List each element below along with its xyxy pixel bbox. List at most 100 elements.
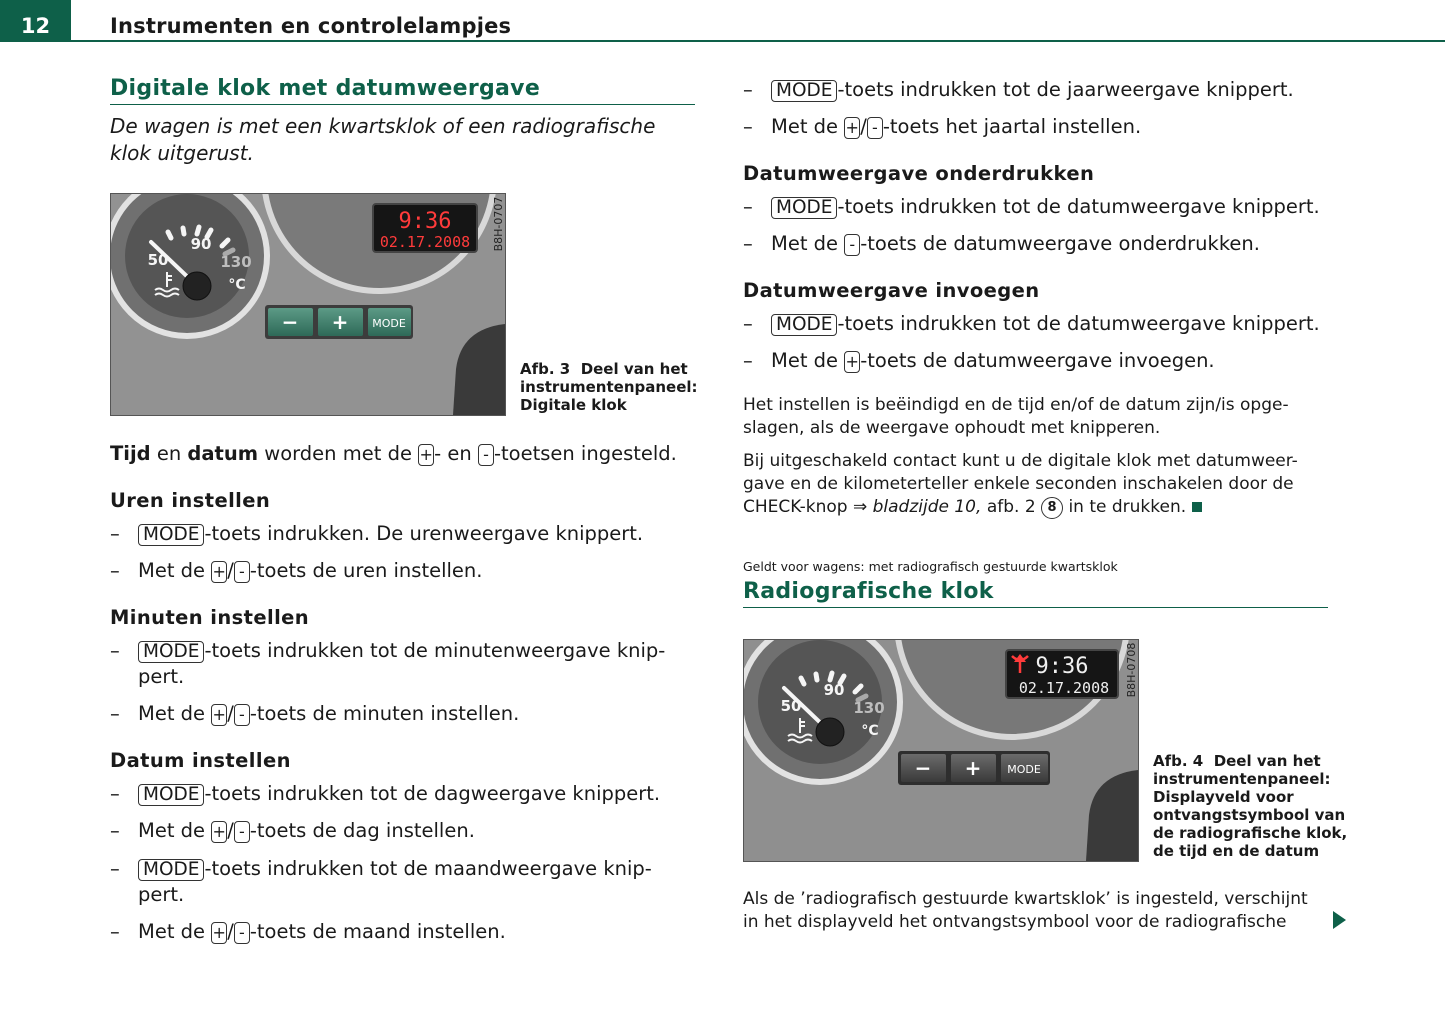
minus-button-label: −	[282, 310, 299, 334]
section-rule	[110, 104, 695, 105]
figure-code: B8H-0708	[1125, 643, 1138, 698]
plus-key: +	[418, 444, 435, 466]
paragraph-line: Als de ’radiografisch gestuurde kwartskl…	[743, 889, 1308, 909]
list-item: –Met de +/--toets de dag instellen.	[110, 819, 475, 843]
figure-code: B8H-0707	[492, 197, 505, 252]
gauge-label-130: 130	[220, 253, 251, 271]
list-item: –Met de +/--toets het jaartal instellen.	[743, 115, 1142, 139]
section-rule	[743, 607, 1328, 608]
keys-summary: Tijd en datum worden met de +- en --toet…	[110, 442, 677, 466]
paragraph-line: CHECK-knop ⇒ bladzijde 10, afb. 2 8 in t…	[743, 496, 1203, 519]
intro-line-1: De wagen is met een kwartsklok of een ra…	[110, 114, 656, 138]
mode-key: MODE	[138, 641, 205, 663]
paragraph-line: slagen, als de weergave ophoudt met knip…	[743, 418, 1161, 438]
paragraph-line: gave en de kilometerteller enkele second…	[743, 474, 1294, 494]
list-item: –Met de +-toets de datumweergave invoege…	[743, 349, 1215, 373]
plus-button-label: +	[332, 310, 349, 334]
list-item: –MODE-toets indrukken tot de datumweerga…	[743, 195, 1320, 219]
mode-key: MODE	[771, 197, 838, 219]
clock-display	[372, 203, 478, 253]
heading-uren: Uren instellen	[110, 489, 271, 512]
coolant-icon	[787, 718, 813, 744]
paragraph-line: in het displayveld het ontvangstsymbool …	[743, 912, 1287, 932]
caption-number: Afb. 3	[520, 360, 571, 378]
minus-key: -	[866, 117, 883, 139]
list-item: –MODE-toets indrukken tot de datumweerga…	[743, 312, 1320, 336]
intro-line-2: klok uitgerust.	[110, 141, 254, 165]
minus-button[interactable]	[901, 754, 946, 782]
caption-line: de radiografische klok,	[1153, 824, 1348, 842]
caption-line: Deel van het	[580, 360, 688, 378]
list-item: –Met de +/--toets de uren instellen.	[110, 559, 483, 583]
caption-line: de tijd en de datum	[1153, 842, 1320, 860]
chapter-title: Instrumenten en controlelampjes	[110, 14, 512, 38]
clock-display	[1005, 649, 1119, 699]
minus-key: -	[477, 444, 494, 466]
caption-line: Displayveld voor	[1153, 788, 1294, 806]
minus-button-label: −	[915, 756, 932, 780]
display-date: 02.17.2008	[380, 233, 470, 251]
heading-minuten: Minuten instellen	[110, 606, 310, 629]
coolant-icon	[154, 272, 180, 298]
header-rule	[71, 40, 1445, 42]
plus-button-label: +	[965, 756, 982, 780]
figure-4-caption: Afb. 4 Deel van het	[1153, 752, 1321, 770]
page-number-tab	[0, 0, 71, 42]
figure-3-caption: Afb. 3 Deel van het	[520, 360, 688, 378]
plus-key: +	[211, 704, 228, 726]
list-item-continuation: pert.	[138, 665, 185, 688]
applicability-note: Geldt voor wagens: met radiografisch ges…	[743, 559, 1118, 574]
paragraph-line: Bij uitgeschakeld contact kunt u de digi…	[743, 451, 1298, 471]
list-item: –MODE-toets indrukken tot de dagweergave…	[110, 782, 661, 806]
mode-button-label: MODE	[1007, 763, 1041, 776]
mode-key: MODE	[138, 524, 205, 546]
plus-button[interactable]	[318, 308, 363, 336]
caption-line: instrumentenpaneel:	[520, 378, 698, 396]
minus-button[interactable]	[268, 308, 313, 336]
gauge-label-celsius: °C	[228, 277, 245, 293]
mode-button[interactable]	[368, 308, 411, 336]
list-item: –Met de +/--toets de maand instellen.	[110, 920, 506, 944]
list-item: –MODE-toets indrukken tot de maandweerga…	[110, 857, 652, 881]
mode-key: MODE	[771, 314, 838, 336]
list-item: –MODE-toets indrukken tot de jaarweergav…	[743, 78, 1294, 102]
next-page-arrow-icon[interactable]	[1333, 911, 1346, 929]
gauge-label-celsius: °C	[861, 723, 878, 739]
minus-key: -	[233, 821, 250, 843]
list-item-continuation: pert.	[138, 883, 185, 906]
caption-line: instrumentenpaneel:	[1153, 770, 1331, 788]
page-number: 12	[20, 14, 51, 38]
heading-datumweergave-onderdrukken: Datumweergave onderdrukken	[743, 162, 1095, 185]
display-time: 9:36	[399, 209, 452, 234]
radio-signal-icon	[1011, 654, 1029, 673]
caption-line: Digitale klok	[520, 396, 627, 414]
minus-key: -	[233, 704, 250, 726]
page-reference-link[interactable]: bladzijde 10,	[872, 497, 982, 517]
section-title-digital-clock: Digitale klok met datumweergave	[110, 76, 541, 101]
plus-key: +	[844, 351, 861, 373]
callout-number: 8	[1041, 497, 1064, 519]
section-title-radio-clock: Radiografische klok	[743, 579, 994, 604]
mode-key: MODE	[138, 784, 205, 806]
plus-button[interactable]	[951, 754, 996, 782]
plus-key: +	[844, 117, 861, 139]
heading-datumweergave-invoegen: Datumweergave invoegen	[743, 279, 1040, 302]
caption-line: ontvangstsymbool van	[1153, 806, 1346, 824]
heading-datum: Datum instellen	[110, 749, 291, 772]
plus-key: +	[211, 922, 228, 944]
list-item: –MODE-toets indrukken tot de minutenweer…	[110, 639, 666, 663]
mode-key: MODE	[138, 859, 205, 881]
gauge-label-130: 130	[853, 699, 884, 717]
mode-button[interactable]	[1001, 754, 1048, 782]
plus-key: +	[211, 561, 228, 583]
figure-4-instrument-panel: 9:36 02.17.2008 90 50 130 °C − + MODE B8…	[743, 639, 1139, 862]
gauge-label-90: 90	[824, 681, 845, 699]
mode-key: MODE	[771, 80, 838, 102]
mode-button-label: MODE	[372, 317, 406, 330]
display-time: 9:36	[1036, 654, 1089, 679]
end-of-section-mark	[1192, 502, 1203, 512]
list-item: –MODE-toets indrukken. De urenweergave k…	[110, 522, 644, 546]
minus-key: -	[233, 922, 250, 944]
caption-line: Deel van het	[1213, 752, 1321, 770]
minus-key: -	[233, 561, 250, 583]
